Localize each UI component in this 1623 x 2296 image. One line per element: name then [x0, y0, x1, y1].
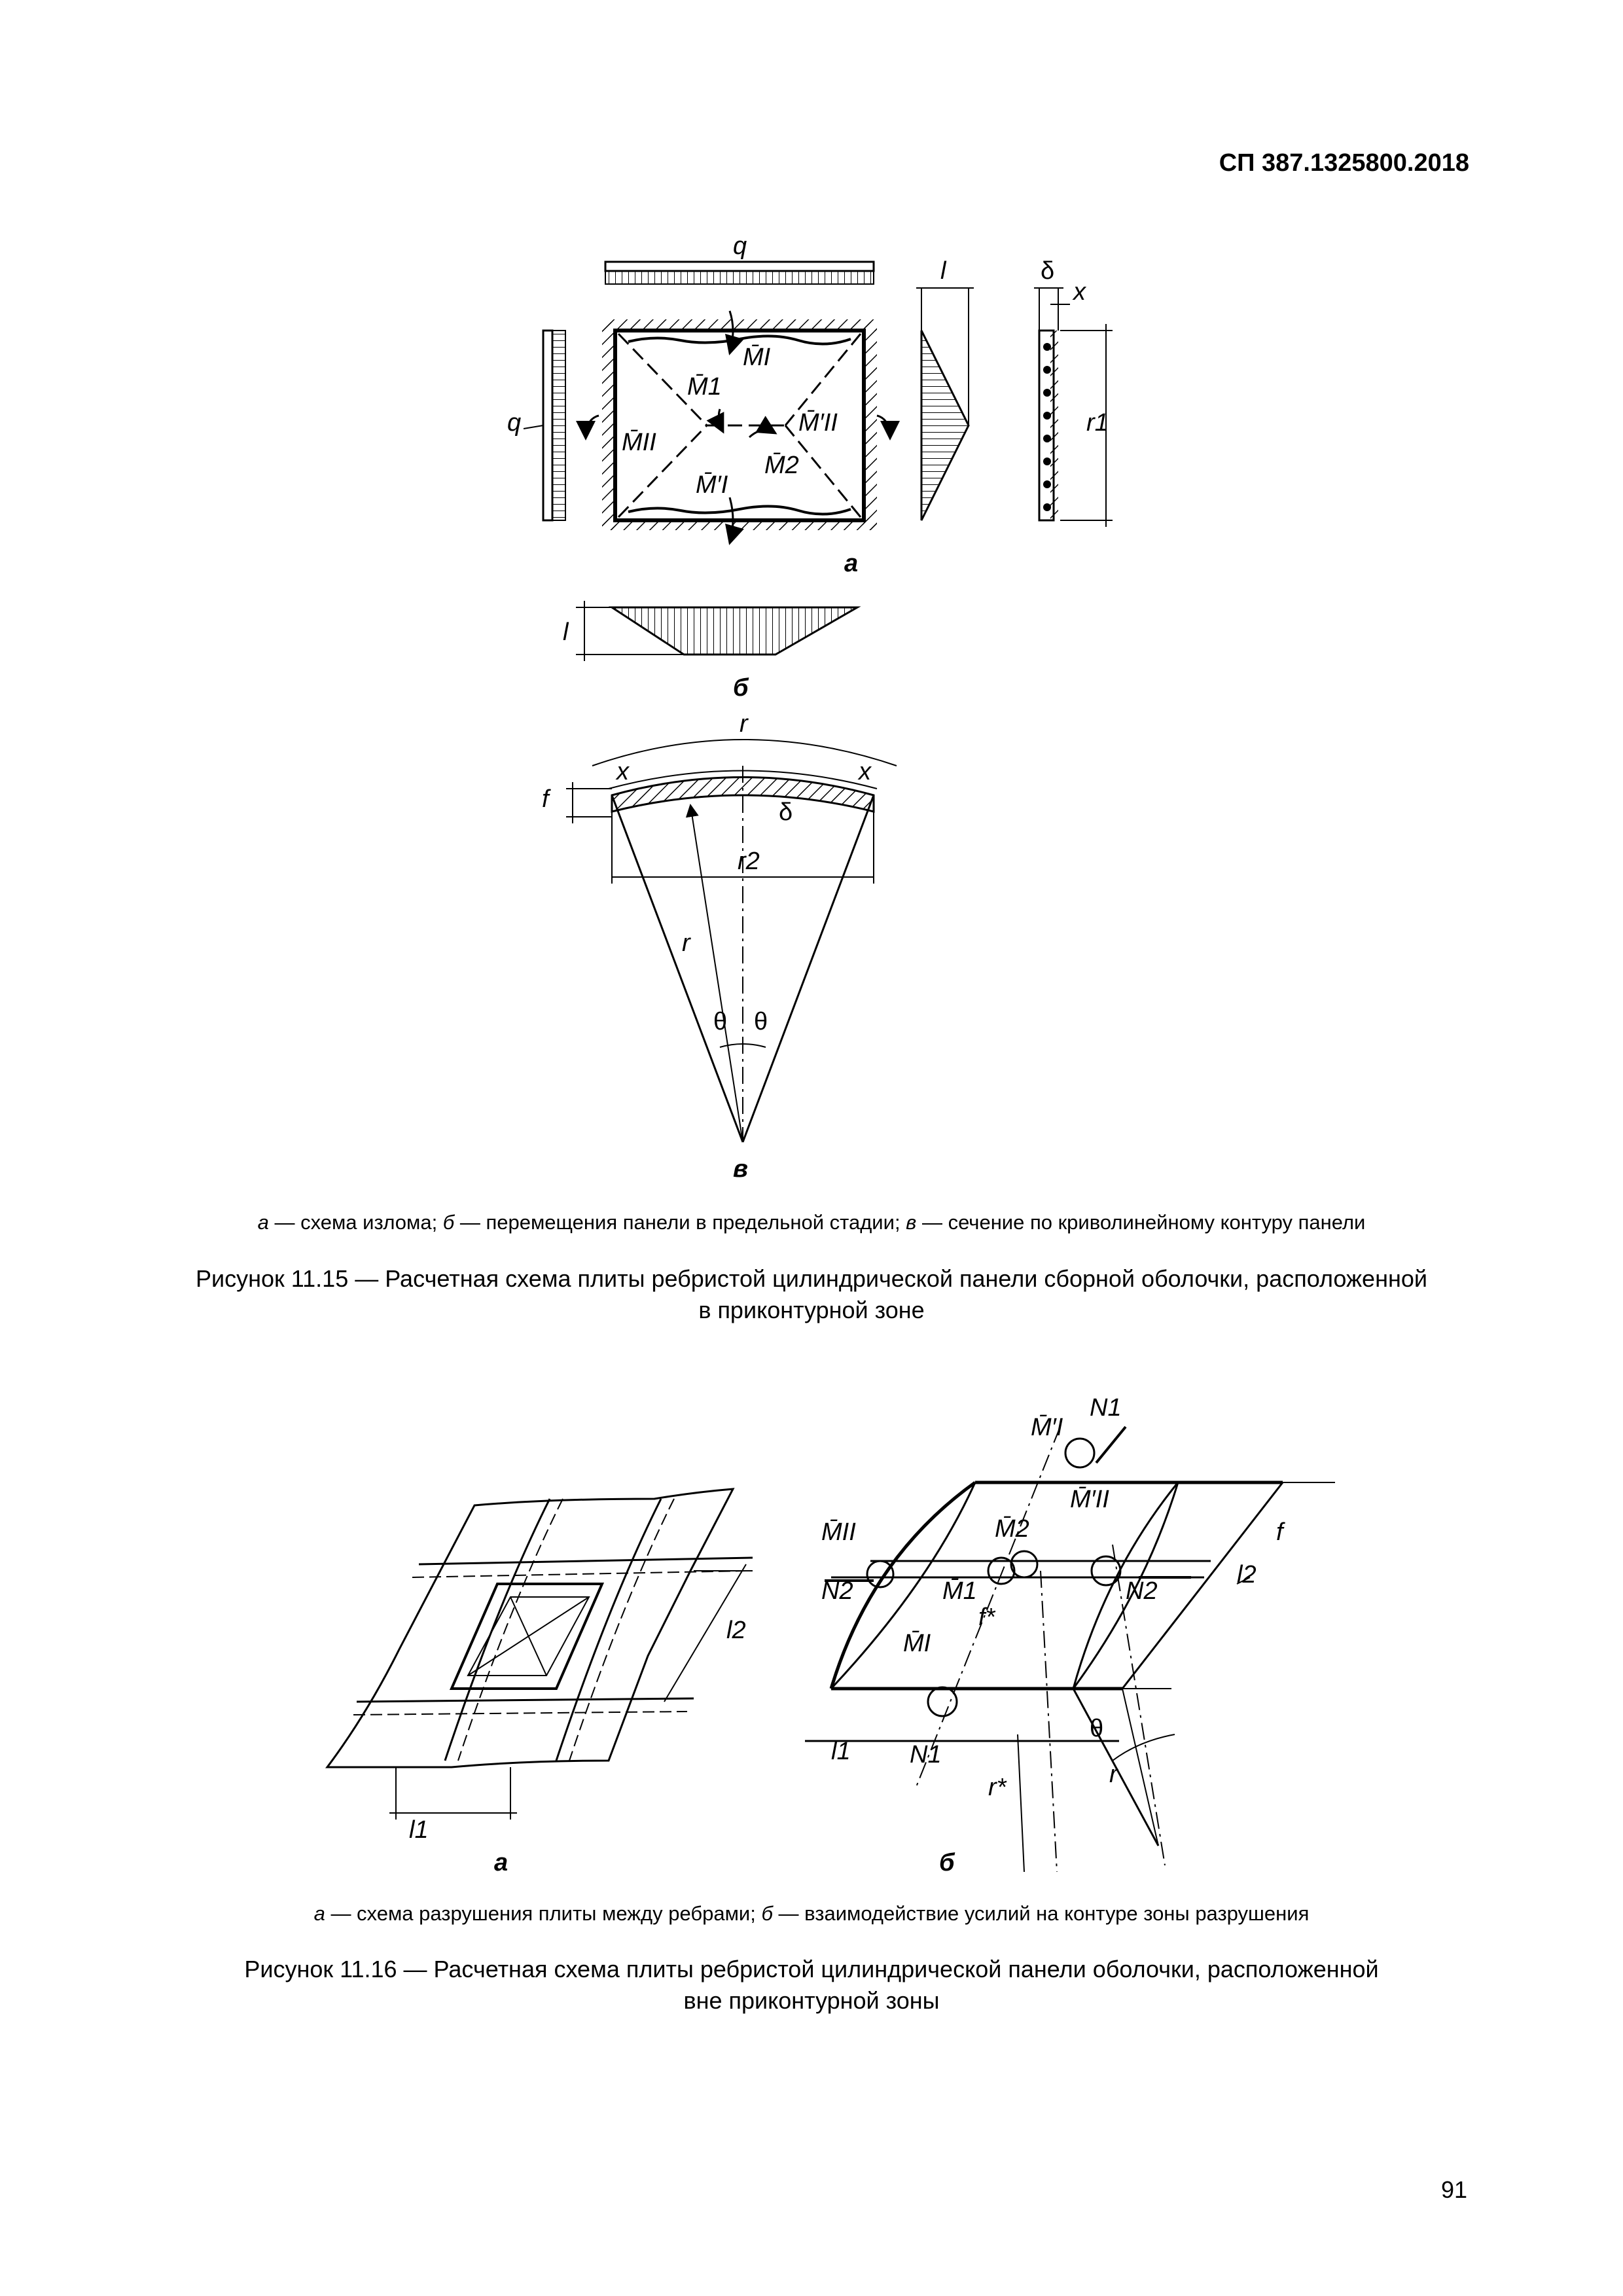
label-l1-a: l1	[409, 1816, 429, 1844]
label-x-right: x	[859, 758, 871, 785]
legend-text: — взаимодействие усилий на контуре зоны …	[772, 1902, 1310, 1925]
caption-line: Рисунок 11.15 — Расчетная схема плиты ре…	[196, 1265, 1427, 1292]
legend-letter: а	[313, 1902, 325, 1925]
label-r2: r2	[738, 848, 760, 875]
label-M-II-prime-b: M̄′II	[1070, 1486, 1109, 1513]
panel-letter-b: б	[733, 674, 749, 702]
ribbed-panel	[325, 1488, 753, 1820]
label-l2-a: l2	[726, 1617, 746, 1644]
label-l: l	[940, 257, 946, 285]
label-M-2: M̄2	[764, 452, 799, 479]
label-r-b: r	[1109, 1761, 1118, 1788]
figure-11-15-caption: Рисунок 11.15 — Расчетная схема плиты ре…	[0, 1263, 1623, 1326]
label-M-II-b: M̄II	[821, 1518, 856, 1546]
legend-text: — схема излома;	[268, 1211, 443, 1234]
label-M-1: M̄1	[687, 373, 722, 401]
caption-line: в приконтурной зоне	[698, 1297, 925, 1323]
displacement-diagram	[576, 601, 861, 661]
label-l1-b: l1	[831, 1738, 851, 1765]
label-x-left: x	[616, 758, 629, 785]
label-theta-right: θ	[754, 1008, 768, 1035]
label-l2-b: l2	[1237, 1561, 1257, 1588]
label-r1: r1	[1086, 409, 1109, 437]
panel-letter-a: а	[844, 550, 859, 577]
legend-letter: б	[442, 1211, 455, 1234]
panel-letter-16a: а	[494, 1849, 508, 1876]
panel-letter-16b: б	[939, 1849, 955, 1876]
label-delta-section: δ	[779, 798, 793, 826]
label-N1-bottom: N1	[910, 1741, 942, 1768]
page-number: 91	[1440, 2176, 1467, 2203]
label-f-b: f	[1276, 1518, 1283, 1546]
label-f-star: f*	[978, 1604, 995, 1631]
label-r-radius: r	[682, 929, 690, 957]
label-f: f	[542, 785, 549, 813]
label-M-I: M̄I	[743, 344, 771, 371]
label-theta-b: θ	[1090, 1715, 1104, 1742]
caption-line: Рисунок 11.16 — Расчетная схема плиты ре…	[244, 1956, 1379, 1982]
interaction-scheme	[805, 1426, 1335, 1873]
label-N1-top: N1	[1090, 1394, 1122, 1422]
label-M-II-prime: M̄′II	[798, 409, 838, 437]
label-M-I-prime-b: M̄′I	[1031, 1414, 1063, 1441]
figure-11-16-legend: а — схема разрушения плиты между ребрами…	[0, 1902, 1623, 1926]
figure-11-15-legend: а — схема излома; б — перемещения панели…	[0, 1211, 1623, 1234]
label-r-top: r	[740, 710, 748, 738]
label-q-left: q	[507, 409, 522, 437]
document-code: СП 387.1325800.2018	[1219, 149, 1469, 177]
legend-text: — перемещения панели в предельной стадии…	[454, 1211, 906, 1234]
label-M-I-prime: M̄′I	[696, 471, 728, 499]
label-theta-left: θ	[713, 1008, 728, 1035]
label-M-I-b: M̄I	[903, 1630, 931, 1657]
label-M-II: M̄II	[622, 429, 656, 456]
label-q-top: q	[733, 232, 747, 260]
label-r-star: r*	[988, 1774, 1007, 1801]
side-section	[1034, 287, 1113, 527]
legend-letter: б	[761, 1902, 773, 1925]
curved-section	[566, 739, 897, 1143]
legend-text: — схема разрушения плиты между ребрами;	[325, 1902, 762, 1925]
label-x: x	[1073, 278, 1086, 306]
label-l-b: l	[563, 619, 569, 646]
legend-letter: а	[257, 1211, 269, 1234]
plate-scheme	[576, 310, 900, 545]
label-delta: δ	[1041, 257, 1055, 285]
panel-letter-v: в	[733, 1155, 748, 1183]
label-N2-left: N2	[821, 1577, 853, 1605]
deflection-diagram-l	[916, 287, 974, 521]
legend-text: — сечение по криволинейному контуру пане…	[916, 1211, 1366, 1234]
label-N2-right: N2	[1126, 1577, 1158, 1605]
label-M-2-b: M̄2	[995, 1515, 1029, 1543]
load-left	[523, 329, 566, 522]
caption-line: вне приконтурной зоны	[683, 1987, 940, 2014]
legend-letter: в	[906, 1211, 917, 1234]
figure-11-16-caption: Рисунок 11.16 — Расчетная схема плиты ре…	[0, 1954, 1623, 2017]
label-M-1-b: M̄1	[942, 1577, 977, 1605]
load-top	[604, 260, 875, 285]
